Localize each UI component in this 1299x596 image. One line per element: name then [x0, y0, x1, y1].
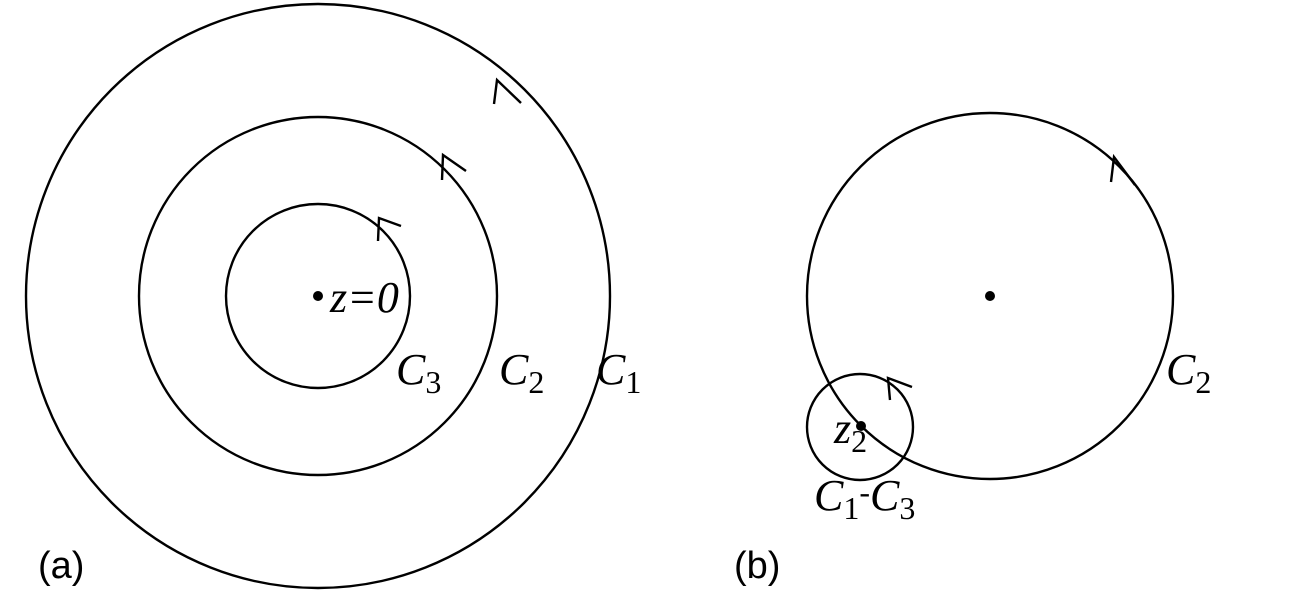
label-c3: C3 — [396, 345, 441, 400]
contour-c2-circle — [137, 115, 499, 477]
contour-c1-circle — [24, 2, 612, 590]
arrow-c2-b-icon — [1109, 153, 1136, 186]
panel-a-label: (a) — [38, 545, 84, 587]
arrow-c1-minus-c3-icon — [886, 376, 913, 401]
label-c2: C2 — [499, 345, 544, 400]
arrow-c3-icon — [376, 216, 402, 242]
arrow-c2-icon — [440, 152, 467, 181]
label-c2-b: C2 — [1166, 345, 1211, 400]
contour-c3-circle — [224, 202, 412, 390]
z2-point — [856, 421, 866, 431]
panel-a: z=0 C3 C2 C1 (a) — [24, 2, 641, 590]
contour-c2-circle-b — [805, 111, 1175, 481]
panel-b: z2 C2 C1-C3 (b) — [734, 111, 1211, 587]
contour-c1-minus-c3-circle — [805, 372, 915, 482]
panel-b-label: (b) — [734, 545, 780, 587]
center-point — [985, 291, 995, 301]
label-c1: C1 — [596, 345, 641, 400]
origin-label: z=0 — [329, 273, 399, 322]
z2-label: z2 — [833, 404, 867, 459]
origin-point — [313, 291, 323, 301]
label-c1-minus-c3: C1-C3 — [814, 471, 915, 526]
arrow-c1-icon — [492, 77, 522, 105]
